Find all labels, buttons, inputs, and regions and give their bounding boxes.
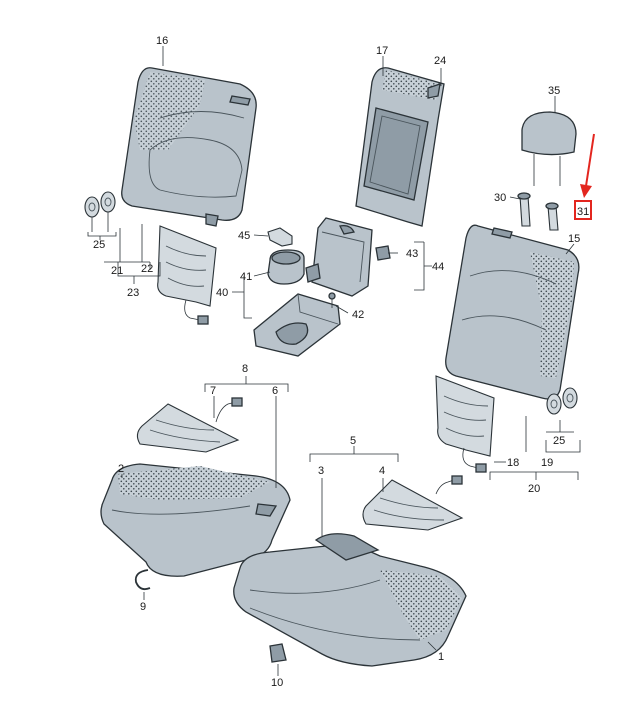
callout-5: 5 — [350, 435, 356, 447]
backrest-left — [121, 67, 257, 227]
callout-31: 31 — [577, 206, 589, 218]
cap-pair-left — [84, 191, 116, 218]
callout-41: 41 — [240, 271, 252, 283]
callout-4: 4 — [379, 465, 385, 477]
callout-6: 6 — [272, 385, 278, 397]
headrest-guide-31 — [545, 202, 559, 231]
headrest — [521, 111, 577, 186]
highlight-annotation — [574, 133, 595, 220]
callout-3: 3 — [318, 465, 324, 477]
callout-10: 10 — [271, 677, 283, 689]
heating-mat-left-seat — [136, 397, 243, 453]
cap-pair-right — [546, 387, 578, 415]
callout-30: 30 — [494, 192, 506, 204]
callout-17: 17 — [376, 45, 388, 57]
callout-25-left: 25 — [93, 239, 105, 251]
backrest-center — [355, 67, 445, 227]
arrowhead-icon — [580, 184, 592, 198]
highlight-arrow — [585, 133, 595, 187]
callout-19: 19 — [541, 457, 553, 469]
callout-15: 15 — [568, 233, 580, 245]
callout-18: 18 — [507, 457, 519, 469]
clip-ring — [134, 569, 151, 591]
backrest-right — [445, 224, 580, 400]
heating-mat-left-back — [157, 225, 217, 325]
callout-35: 35 — [548, 85, 560, 97]
headrest-guide-30 — [517, 192, 531, 227]
callout-labels: 1 2 3 4 5 6 7 8 9 10 15 16 17 18 19 20 2… — [93, 35, 589, 689]
callout-22: 22 — [141, 263, 153, 275]
callout-2: 2 — [118, 463, 124, 475]
callout-16: 16 — [156, 35, 168, 47]
callout-40: 40 — [216, 287, 228, 299]
armrest — [305, 217, 391, 297]
callout-42: 42 — [352, 309, 364, 321]
highlight-box-31 — [574, 200, 592, 220]
seat-cushion-right — [233, 533, 467, 667]
heating-mat-right-back — [435, 375, 495, 473]
callout-20: 20 — [528, 483, 540, 495]
callout-23: 23 — [127, 287, 139, 299]
clip-small — [269, 643, 287, 663]
callout-24: 24 — [434, 55, 446, 67]
callout-45: 45 — [238, 230, 250, 242]
callout-43: 43 — [406, 248, 418, 260]
callout-21: 21 — [111, 265, 123, 277]
leader-lines — [87, 46, 581, 676]
callout-7: 7 — [210, 385, 216, 397]
callout-25-right: 25 — [553, 435, 565, 447]
callout-1: 1 — [438, 651, 444, 663]
cupholder-parts — [267, 227, 305, 285]
callout-9: 9 — [140, 601, 146, 613]
heating-mat-right-seat — [362, 475, 464, 531]
callout-44: 44 — [432, 261, 444, 273]
callout-8: 8 — [242, 363, 248, 375]
armrest-base — [253, 292, 341, 357]
